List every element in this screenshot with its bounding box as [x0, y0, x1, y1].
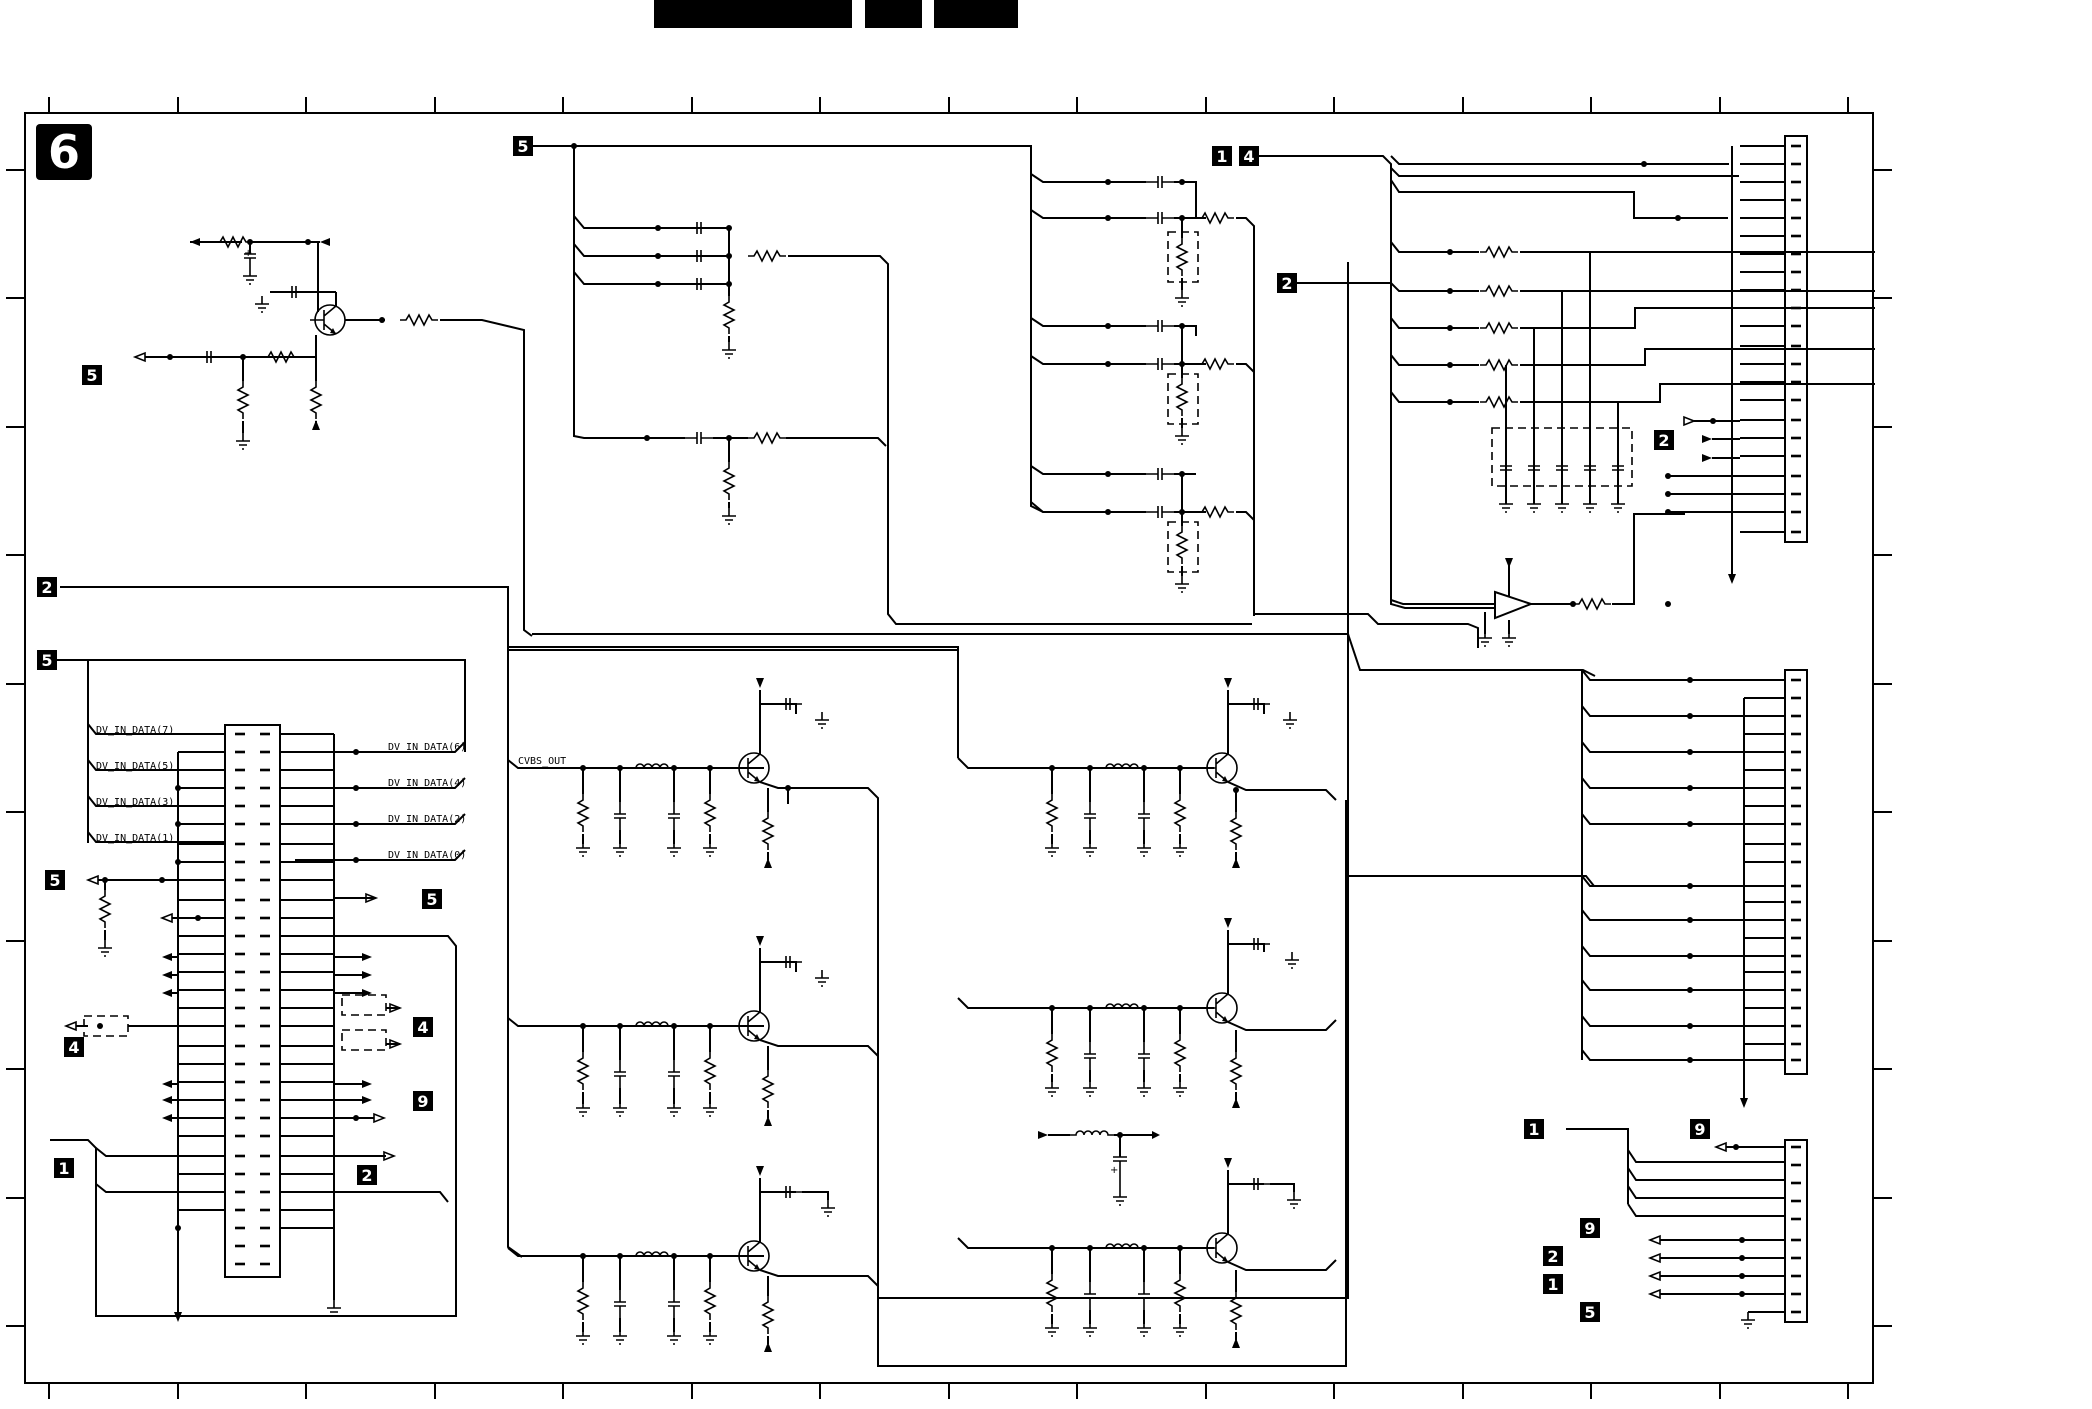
svg-text:1: 1	[1528, 1120, 1539, 1139]
svg-text:4: 4	[417, 1018, 428, 1037]
svg-text:DV_IN_DATA(7): DV_IN_DATA(7)	[96, 725, 174, 736]
connector-icon	[1566, 1128, 1808, 1329]
svg-text:DV_IN_DATA(6): DV_IN_DATA(6)	[388, 742, 466, 753]
svg-text:DV_IN_DATA(2): DV_IN_DATA(2)	[388, 814, 466, 825]
svg-text:5: 5	[49, 871, 60, 890]
ref-badge-1: 1	[1212, 146, 1232, 166]
npn-transistor-icon	[309, 304, 346, 336]
ref-badge-5: 5	[82, 365, 102, 385]
ref-badge-5: 5	[513, 136, 533, 156]
svg-text:4: 4	[68, 1038, 79, 1057]
ref-badge-1: 1	[1524, 1119, 1544, 1139]
top-left-transistor-stage: +	[132, 236, 533, 637]
top-center-filter-bank	[533, 143, 1252, 625]
npn-transistor-icon	[1201, 752, 1238, 784]
svg-text:9: 9	[1584, 1219, 1595, 1238]
ref-badge-2: 2	[357, 1165, 377, 1185]
ref-badge-4: 4	[413, 1017, 433, 1037]
svg-text:+: +	[244, 248, 252, 259]
svg-text:DV_IN_DATA(4): DV_IN_DATA(4)	[388, 778, 466, 789]
rc-bank-upper	[1030, 173, 1255, 616]
svg-text:5: 5	[426, 890, 437, 909]
ref-badge-2: 2	[1654, 430, 1674, 450]
svg-text:DV_IN_DATA(1): DV_IN_DATA(1)	[96, 833, 174, 844]
svg-text:5: 5	[1584, 1303, 1595, 1322]
ref-badge-4: 4	[1239, 146, 1259, 166]
svg-text:DV_IN_DATA(0): DV_IN_DATA(0)	[388, 850, 466, 861]
svg-text:2: 2	[361, 1166, 372, 1185]
video-buffer-stage-4	[877, 678, 1347, 1367]
header-block	[654, 0, 852, 28]
connector-icon	[1346, 669, 1808, 1108]
svg-text:2: 2	[41, 578, 52, 597]
svg-text:6: 6	[48, 125, 80, 179]
ref-badge-9: 9	[1690, 1119, 1710, 1139]
video-buffer-stage-5	[957, 918, 1337, 1108]
ref-badge-9: 9	[413, 1091, 433, 1111]
svg-text:1: 1	[1547, 1275, 1558, 1294]
connector-icon	[50, 724, 457, 1322]
svg-text:1: 1	[1216, 147, 1227, 166]
dv-data-bus: DV_IN_DATA(7) DV_IN_DATA(5) DV_IN_DATA(3…	[57, 659, 466, 861]
sheet-number-badge: 6	[36, 124, 92, 180]
rc-bank-middle	[1030, 174, 1255, 513]
ref-badge-1: 1	[54, 1158, 74, 1178]
header-block	[865, 0, 922, 28]
svg-text:2: 2	[1658, 431, 1669, 450]
svg-text:5: 5	[86, 366, 97, 385]
ref-badge-2: 2	[37, 577, 57, 597]
svg-text:DV_IN_DATA(3): DV_IN_DATA(3)	[96, 797, 174, 808]
ref-badge-4: 4	[64, 1037, 84, 1057]
ref-badge-2: 2	[1277, 273, 1297, 293]
svg-text:DV_IN_DATA(5): DV_IN_DATA(5)	[96, 761, 174, 772]
svg-text:2: 2	[1281, 274, 1292, 293]
video-buffer-stage-1: CVBS_OUT	[507, 262, 1349, 1299]
ref-badge-5: 5	[45, 870, 65, 890]
ref-badge-5: 5	[422, 889, 442, 909]
svg-text:+: +	[1110, 1165, 1118, 1176]
svg-text:4: 4	[1243, 147, 1254, 166]
video-buffer-stage-3	[507, 1166, 879, 1352]
rc-bank-lower	[1030, 465, 1255, 593]
opamp-icon	[1477, 513, 1685, 647]
svg-text:9: 9	[417, 1092, 428, 1111]
ref-badge-2: 2	[1543, 1246, 1563, 1266]
supply-filter: +	[1038, 1130, 1160, 1206]
svg-text:1: 1	[58, 1159, 69, 1178]
npn-transistor-icon	[1201, 1232, 1238, 1264]
connector-icon	[1665, 135, 1808, 584]
svg-text:9: 9	[1694, 1120, 1705, 1139]
svg-text:5: 5	[517, 137, 528, 156]
npn-transistor-icon	[1201, 992, 1238, 1024]
ref-badge-5: 5	[1580, 1302, 1600, 1322]
video-buffer-stage-6	[957, 1158, 1337, 1348]
video-buffer-stage-2	[507, 936, 879, 1126]
svg-text:2: 2	[1547, 1247, 1558, 1266]
svg-text:5: 5	[41, 651, 52, 670]
ref-badge-5: 5	[37, 650, 57, 670]
svg-text:CVBS_OUT: CVBS_OUT	[518, 756, 566, 767]
ref-badge-1: 1	[1543, 1274, 1563, 1294]
header-block	[934, 0, 1018, 28]
ref-badge-9: 9	[1580, 1218, 1600, 1238]
